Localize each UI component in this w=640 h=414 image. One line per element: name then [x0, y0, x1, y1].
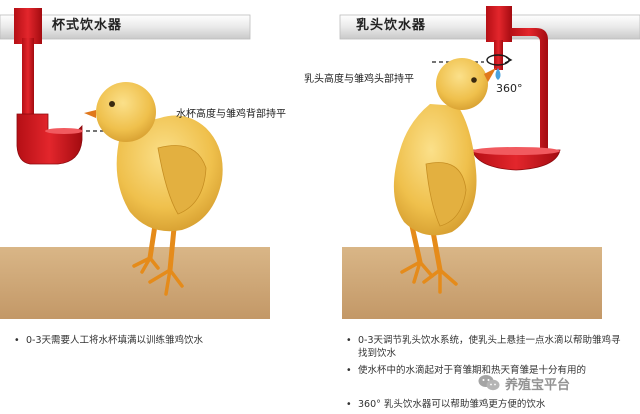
right-red-connector [486, 6, 512, 42]
right-panel [339, 6, 640, 319]
wechat-icon [478, 375, 500, 391]
rotation-label: 360° [496, 82, 523, 95]
drip-cup [471, 149, 561, 171]
right-note-0-text: 0-3天调节乳头饮水系统，使乳头上悬挂一点水滴以帮助雏鸡寻找到饮水 [358, 335, 621, 359]
right-note-0: •0-3天调节乳头饮水系统，使乳头上悬挂一点水滴以帮助雏鸡寻找到饮水 [346, 334, 626, 360]
right-height-annotation: 乳头高度与雏鸡头部持平 [304, 74, 414, 85]
right-note-1: •使水杯中的水滴起对于育雏期和热天育雏是十分有用的 [346, 364, 626, 377]
right-chick [393, 58, 496, 294]
cup-drinker [16, 113, 83, 165]
right-note-2-text: 360° 乳头饮水器可以帮助雏鸡更方便的饮水 [358, 399, 546, 410]
right-note-2: •360° 乳头饮水器可以帮助雏鸡更方便的饮水 [346, 399, 546, 410]
left-note-0: •0-3天需要人工将水杯填满以训练雏鸡饮水 [14, 335, 204, 346]
left-chick [84, 82, 223, 296]
left-panel [0, 8, 270, 319]
left-red-drop-pipe [22, 38, 34, 118]
watermark-text: 养殖宝平台 [505, 377, 571, 393]
right-floor [342, 247, 602, 319]
watermark: 养殖宝平台 [478, 372, 570, 394]
left-panel-title: 杯式饮水器 [52, 18, 123, 33]
rotation-arrow-icon [486, 54, 510, 66]
left-note-0-text: 0-3天需要人工将水杯填满以训练雏鸡饮水 [26, 335, 204, 346]
right-panel-title: 乳头饮水器 [356, 18, 427, 33]
left-floor [0, 247, 270, 319]
right-hanging-arm [510, 28, 548, 150]
right-note-1-text: 使水杯中的水滴起对于育雏期和热天育雏是十分有用的 [358, 365, 587, 376]
left-height-annotation: 水杯高度与雏鸡背部持平 [176, 109, 286, 120]
cup-rim [45, 128, 83, 134]
water-drop-icon [495, 68, 501, 80]
